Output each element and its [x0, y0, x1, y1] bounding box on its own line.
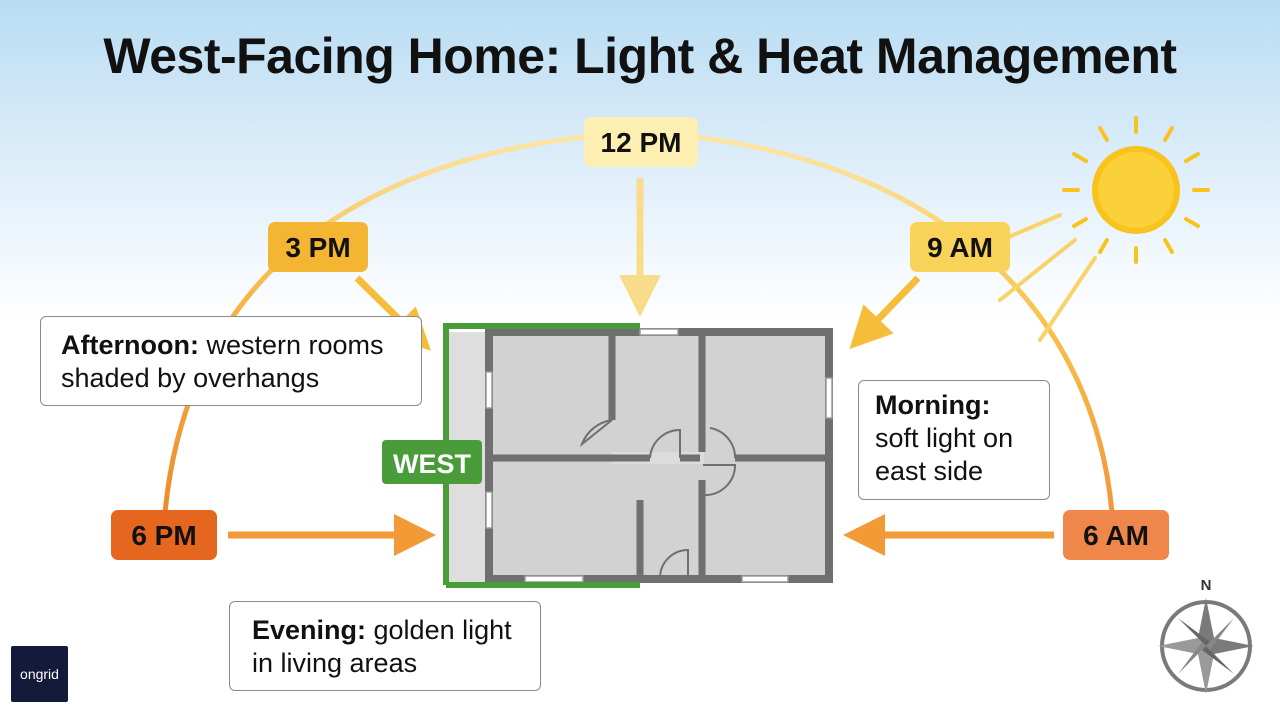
note-morning: Morning: soft light on east side — [858, 380, 1050, 500]
arrow-9am — [849, 275, 921, 350]
svg-text:6 AM: 6 AM — [1083, 520, 1149, 551]
note-afternoon: Afternoon: western rooms shaded by overh… — [40, 316, 422, 406]
page-title: West-Facing Home: Light & Heat Managemen… — [103, 28, 1177, 84]
compass-north-label: N — [1201, 577, 1212, 594]
svg-text:9 AM: 9 AM — [927, 232, 993, 263]
time-label-3pm: 3 PM — [268, 222, 368, 272]
svg-text:6 PM: 6 PM — [131, 520, 196, 551]
brand-logo: ongrid — [11, 646, 68, 702]
time-label-9am: 9 AM — [910, 222, 1010, 272]
time-label-6am: 6 AM — [1063, 510, 1169, 560]
time-label-6pm: 6 PM — [111, 510, 217, 560]
svg-text:12 PM: 12 PM — [601, 127, 682, 158]
svg-text:3 PM: 3 PM — [285, 232, 350, 263]
svg-text:WEST: WEST — [393, 449, 472, 479]
note-evening: Evening: golden light in living areas — [229, 601, 541, 691]
sun-icon — [1062, 116, 1210, 264]
compass-rose-icon — [1158, 598, 1254, 694]
time-label-12pm: 12 PM — [584, 117, 698, 167]
floor-plan — [443, 323, 833, 588]
west-facade-label: WEST — [382, 440, 482, 484]
